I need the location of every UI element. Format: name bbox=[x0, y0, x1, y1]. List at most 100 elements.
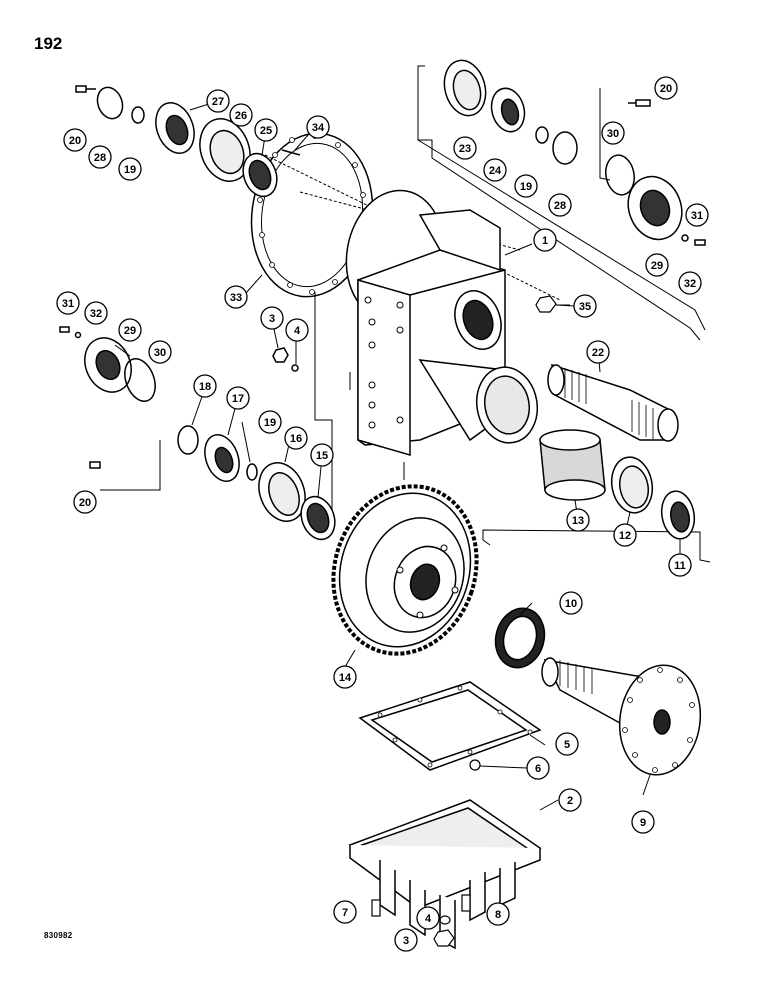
callout-13: 13 bbox=[566, 508, 590, 532]
callout-3-bottom: 3 bbox=[394, 928, 418, 952]
seal-10 bbox=[494, 607, 546, 669]
svg-text:7: 7 bbox=[342, 907, 348, 919]
left-mid-group bbox=[59, 326, 299, 402]
callout-30-a: 30 bbox=[148, 340, 172, 364]
callout-3-top: 3 bbox=[260, 306, 284, 330]
svg-text:30: 30 bbox=[607, 128, 619, 140]
callout-8: 8 bbox=[486, 902, 510, 926]
callout-11: 11 bbox=[668, 553, 692, 577]
callout-4-bottom: 4 bbox=[416, 906, 440, 930]
axle-9 bbox=[541, 657, 702, 776]
callout-22: 22 bbox=[586, 340, 610, 364]
svg-text:28: 28 bbox=[554, 200, 566, 212]
svg-text:4: 4 bbox=[425, 913, 432, 925]
callout-16: 16 bbox=[284, 426, 308, 450]
callout-24: 24 bbox=[483, 158, 507, 182]
callouts: 1 2 3 3 4 4 5 6 7 8 9 10 11 12 13 14 15 … bbox=[56, 76, 709, 952]
callout-27: 27 bbox=[206, 89, 230, 113]
svg-text:4: 4 bbox=[294, 325, 301, 337]
callout-32-b: 32 bbox=[678, 271, 702, 295]
callout-25: 25 bbox=[254, 118, 278, 142]
svg-text:19: 19 bbox=[520, 181, 532, 193]
callout-10: 10 bbox=[559, 591, 583, 615]
svg-text:19: 19 bbox=[124, 164, 136, 176]
nut-35 bbox=[535, 295, 570, 313]
callout-17: 17 bbox=[226, 386, 250, 410]
callout-30-b: 30 bbox=[601, 121, 625, 145]
svg-text:14: 14 bbox=[339, 672, 352, 684]
sleeve-13 bbox=[539, 429, 606, 501]
svg-text:31: 31 bbox=[62, 298, 74, 310]
callout-6: 6 bbox=[526, 756, 550, 780]
bearing-cone-11 bbox=[660, 490, 696, 540]
svg-text:31: 31 bbox=[691, 210, 703, 222]
callout-29-b: 29 bbox=[645, 253, 669, 277]
svg-text:6: 6 bbox=[535, 763, 541, 775]
callout-2: 2 bbox=[558, 788, 582, 812]
callout-34: 34 bbox=[306, 115, 330, 139]
callout-12: 12 bbox=[613, 523, 637, 547]
svg-text:32: 32 bbox=[684, 278, 696, 290]
svg-text:18: 18 bbox=[199, 381, 211, 393]
callout-33: 33 bbox=[224, 285, 248, 309]
svg-text:13: 13 bbox=[572, 515, 584, 527]
svg-text:20: 20 bbox=[660, 83, 672, 95]
gasket-5 bbox=[358, 681, 542, 771]
svg-text:27: 27 bbox=[212, 96, 224, 108]
callout-18: 18 bbox=[193, 374, 217, 398]
page-number: 192 bbox=[34, 34, 63, 53]
bearing-cup-12 bbox=[610, 456, 654, 514]
svg-text:5: 5 bbox=[564, 739, 570, 751]
callout-31-a: 31 bbox=[56, 291, 80, 315]
svg-text:20: 20 bbox=[79, 497, 91, 509]
callout-4-top: 4 bbox=[285, 318, 309, 342]
svg-text:29: 29 bbox=[124, 325, 136, 337]
right-cap-group bbox=[443, 59, 706, 246]
svg-text:10: 10 bbox=[565, 598, 577, 610]
shaft-22 bbox=[547, 363, 679, 442]
svg-text:15: 15 bbox=[316, 450, 328, 462]
callout-20-a: 20 bbox=[63, 128, 87, 152]
svg-text:26: 26 bbox=[235, 110, 247, 122]
svg-text:24: 24 bbox=[489, 165, 502, 177]
oil-pan-2 bbox=[348, 799, 542, 950]
callout-23: 23 bbox=[453, 136, 477, 160]
svg-text:3: 3 bbox=[269, 313, 275, 325]
svg-text:11: 11 bbox=[674, 560, 686, 572]
callout-7: 7 bbox=[333, 900, 357, 924]
callout-9: 9 bbox=[631, 810, 655, 834]
svg-text:12: 12 bbox=[619, 530, 631, 542]
callout-5: 5 bbox=[555, 732, 579, 756]
svg-text:33: 33 bbox=[230, 292, 242, 304]
plug-6 bbox=[469, 759, 481, 771]
svg-text:19: 19 bbox=[264, 417, 276, 429]
svg-text:34: 34 bbox=[312, 122, 325, 134]
svg-text:16: 16 bbox=[290, 433, 302, 445]
svg-text:35: 35 bbox=[579, 301, 591, 313]
callout-28-b: 28 bbox=[548, 193, 572, 217]
callout-14: 14 bbox=[333, 665, 357, 689]
callout-19-b: 19 bbox=[514, 174, 538, 198]
svg-text:3: 3 bbox=[403, 935, 409, 947]
housing-1 bbox=[345, 189, 539, 456]
svg-text:17: 17 bbox=[232, 393, 244, 405]
callout-28-a: 28 bbox=[88, 145, 112, 169]
callout-15: 15 bbox=[310, 443, 334, 467]
svg-text:8: 8 bbox=[495, 909, 501, 921]
callout-29-a: 29 bbox=[118, 318, 142, 342]
leader-lines bbox=[100, 65, 711, 563]
bottom-fasteners bbox=[371, 894, 471, 947]
svg-text:30: 30 bbox=[154, 347, 166, 359]
svg-text:29: 29 bbox=[651, 260, 663, 272]
callout-19-a: 19 bbox=[118, 157, 142, 181]
svg-text:1: 1 bbox=[542, 235, 548, 247]
callout-31-b: 31 bbox=[685, 203, 709, 227]
svg-text:20: 20 bbox=[69, 135, 81, 147]
callout-26: 26 bbox=[229, 103, 253, 127]
drawing-code: 830982 bbox=[44, 931, 73, 940]
callout-20-c: 20 bbox=[73, 490, 97, 514]
callout-32-a: 32 bbox=[84, 301, 108, 325]
callout-20-b: 20 bbox=[654, 76, 678, 100]
